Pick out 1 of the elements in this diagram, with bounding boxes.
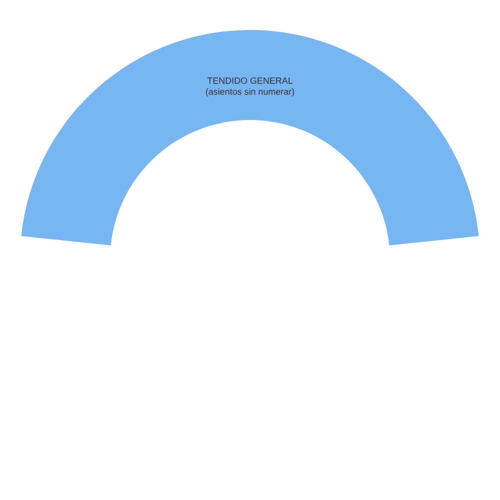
seating-section: TENDIDO GENERAL (asientos sin numerar) xyxy=(21,30,479,246)
